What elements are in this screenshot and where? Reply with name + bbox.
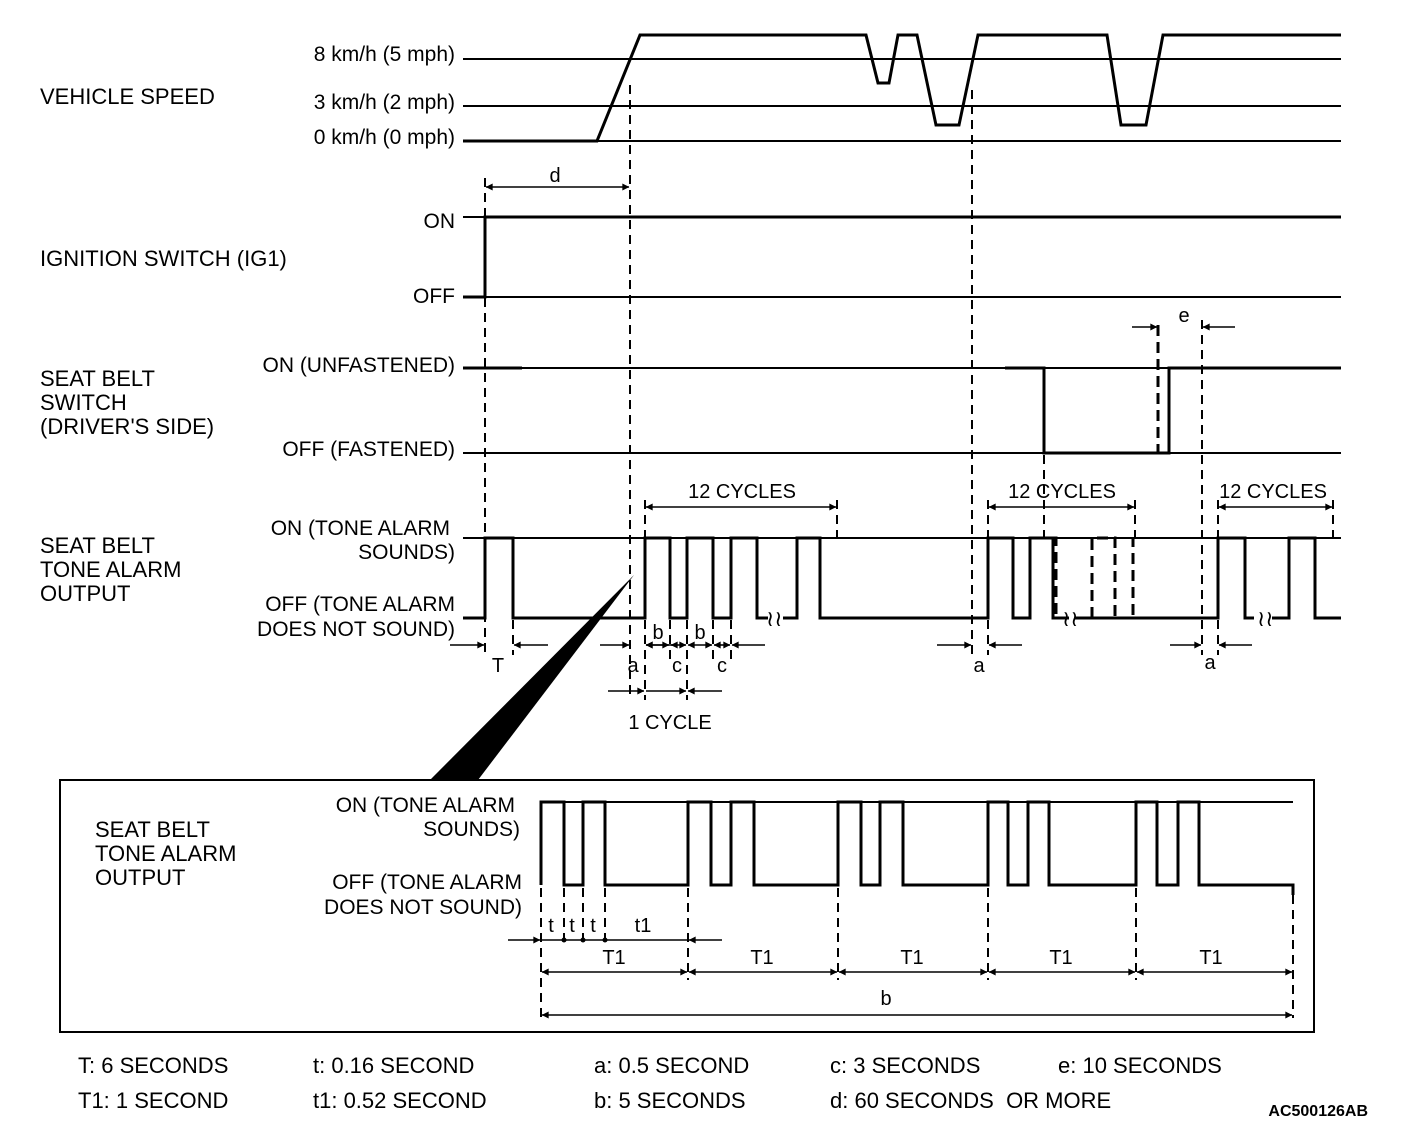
tone-alarm-waveform-3 <box>1078 536 1254 620</box>
detail-t1-label: t1 <box>635 915 652 937</box>
dim-e-label: e <box>1178 305 1189 327</box>
tone-alarm-label-3: OUTPUT <box>40 581 130 606</box>
detail-T1-label-2: T1 <box>750 947 773 969</box>
detail-on-label-2: SOUNDS) <box>423 818 520 841</box>
dim-c1-label: c <box>672 655 682 677</box>
ignition-waveform <box>463 215 1341 299</box>
tone-alarm-waveform-1 <box>463 536 768 620</box>
legend-b: b: 5 SECONDS <box>594 1088 746 1113</box>
vehicle-speed-waveform <box>463 33 1341 143</box>
break-mark-3: ≀≀ <box>1257 606 1274 631</box>
ignition-on-label: ON <box>424 210 456 233</box>
tone-alarm-on-label-1: ON (TONE ALARM <box>271 517 450 540</box>
dim-b1-label: b <box>652 622 663 644</box>
detail-off-label-2: DOES NOT SOUND) <box>324 896 522 919</box>
legend-a: a: 0.5 SECOND <box>594 1053 749 1078</box>
legend-d: d: 60 SECONDS OR MORE <box>830 1088 1111 1113</box>
tone-alarm-label-2: TONE ALARM <box>40 557 181 582</box>
tone-alarm-label-1: SEAT BELT <box>40 533 155 558</box>
dim-a3-label: a <box>1204 652 1216 674</box>
seat-belt-switch-label-3: (DRIVER'S SIDE) <box>40 414 214 439</box>
dim-a2-label: a <box>973 655 985 677</box>
detail-label-1: SEAT BELT <box>95 817 210 842</box>
detail-waveform <box>539 800 1295 895</box>
detail-b-label: b <box>880 988 891 1010</box>
detail-T1-label-5: T1 <box>1199 947 1222 969</box>
seat-belt-switch-label-1: SEAT BELT <box>40 366 155 391</box>
break-mark-1: ≀≀ <box>766 606 783 631</box>
dim-12cycles-2-label: 12 CYCLES <box>1008 481 1116 503</box>
ignition-label: IGNITION SWITCH (IG1) <box>40 246 287 271</box>
legend-T1: T1: 1 SECOND <box>78 1088 228 1113</box>
dim-d-label: d <box>549 165 560 187</box>
detail-t-dot-2 <box>580 937 586 943</box>
detail-t-dot-1 <box>561 937 567 943</box>
detail-t-label-2: t <box>569 915 575 937</box>
detail-label-3: OUTPUT <box>95 865 185 890</box>
speed-level-0: 0 km/h (0 mph) <box>314 126 455 149</box>
break-mark-2: ≀≀ <box>1062 606 1079 631</box>
speed-level-3: 3 km/h (2 mph) <box>314 91 455 114</box>
ignition-off-label: OFF <box>413 285 455 308</box>
seat-belt-switch-off-label: OFF (FASTENED) <box>282 438 455 461</box>
seat-belt-switch-waveform-2 <box>1005 366 1341 455</box>
vehicle-speed-label: VEHICLE SPEED <box>40 84 215 109</box>
dim-b2-label: b <box>694 622 705 644</box>
detail-T1-label-1: T1 <box>602 947 625 969</box>
detail-off-label-1: OFF (TONE ALARM <box>332 871 522 894</box>
tone-alarm-waveform-2 <box>783 536 1064 620</box>
speed-level-8: 8 km/h (5 mph) <box>314 43 455 66</box>
dim-12cycles-1-label: 12 CYCLES <box>688 481 796 503</box>
tone-alarm-waveform-4 <box>1272 536 1341 620</box>
dim-T-label: T <box>492 655 504 677</box>
zoom-callout-wedge <box>430 575 634 780</box>
dim-c2-label: c <box>717 655 727 677</box>
legend-t: t: 0.16 SECOND <box>313 1053 474 1078</box>
figure-code: AC500126AB <box>1268 1103 1368 1120</box>
tone-alarm-on-label-2: SOUNDS) <box>358 541 455 564</box>
detail-label-2: TONE ALARM <box>95 841 236 866</box>
detail-t-label-1: t <box>548 915 554 937</box>
detail-T1-label-4: T1 <box>1049 947 1072 969</box>
seat-belt-switch-on-label: ON (UNFASTENED) <box>262 354 455 377</box>
tone-alarm-off-label-1: OFF (TONE ALARM <box>265 593 455 616</box>
seat-belt-switch-label-2: SWITCH <box>40 390 127 415</box>
legend-e: e: 10 SECONDS <box>1058 1053 1222 1078</box>
detail-on-label-1: ON (TONE ALARM <box>336 794 515 817</box>
detail-T1-label-3: T1 <box>900 947 923 969</box>
legend-c: c: 3 SECONDS <box>830 1053 980 1078</box>
detail-t-label-3: t <box>590 915 596 937</box>
dim-12cycles-3-label: 12 CYCLES <box>1219 481 1327 503</box>
legend-T: T: 6 SECONDS <box>78 1053 228 1078</box>
detail-t-dot-3 <box>602 937 608 943</box>
legend-t1: t1: 0.52 SECOND <box>313 1088 487 1113</box>
tone-alarm-off-label-2: DOES NOT SOUND) <box>257 618 455 641</box>
tone-alarm-interrupted-pulses <box>1053 536 1135 620</box>
dim-1cycle-label: 1 CYCLE <box>628 712 711 734</box>
dim-a1-label: a <box>627 655 639 677</box>
